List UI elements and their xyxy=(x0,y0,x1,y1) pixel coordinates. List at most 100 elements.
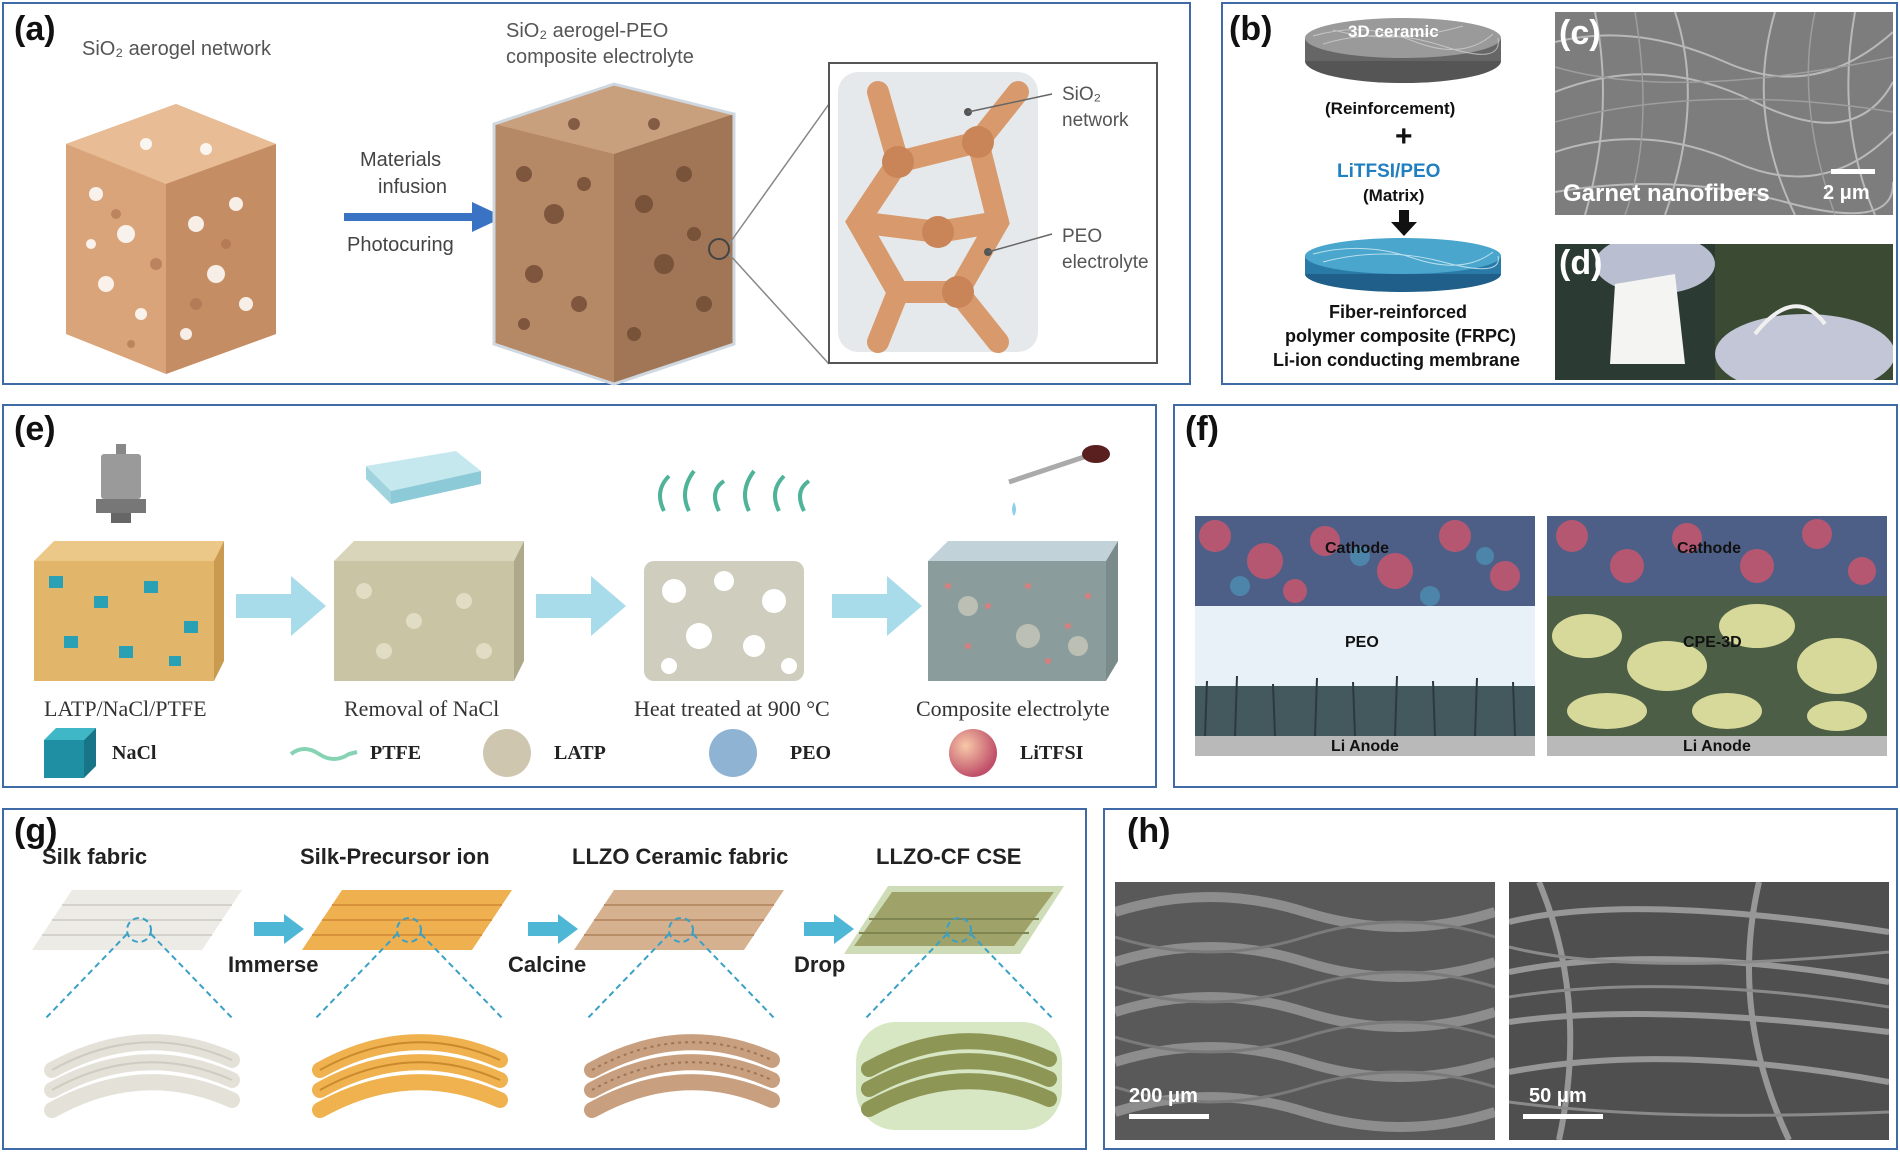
immerse-label: Immerse xyxy=(228,952,319,977)
cell-cpe3d: Cathode CPE-3D Li Anode xyxy=(1547,516,1887,756)
step4-label: Composite electrolyte xyxy=(916,696,1110,721)
legend-peo-icon xyxy=(709,729,757,777)
calcine-arrow xyxy=(528,914,578,944)
zoom-lines xyxy=(43,917,1055,1021)
panel-g: (g) Silk fabric Silk-Precursor ion LLZO … xyxy=(2,808,1087,1150)
bundle-precursor xyxy=(312,1034,508,1118)
process-arrow-1 xyxy=(236,576,326,636)
inset-network-illustration xyxy=(838,72,1038,353)
legend-latp-icon xyxy=(483,729,531,777)
left-peo-label: PEO xyxy=(1345,634,1379,651)
membrane-photo-scene xyxy=(1555,244,1893,380)
panel-a: (a) SiO₂ aerogel network Materials infus… xyxy=(2,2,1191,386)
process-arrow-3 xyxy=(832,576,922,636)
down-arrow xyxy=(1391,210,1417,236)
bundle-llzo xyxy=(584,1034,780,1118)
legend-nacl-icon xyxy=(44,728,96,778)
nanofiber-texture xyxy=(1555,12,1893,215)
stage2-title: Silk-Precursor ion xyxy=(300,844,490,869)
block-composite xyxy=(928,541,1118,681)
right-anode-label: Li Anode xyxy=(1683,738,1751,755)
arrow-label-photocuring: Photocuring xyxy=(347,234,454,256)
press-weight-icon xyxy=(96,444,146,523)
aerogel-cube-illustration xyxy=(66,104,276,374)
mold-icon xyxy=(366,451,481,504)
legend-litfsi-icon xyxy=(949,729,997,777)
nanofiber-scale-label: 2 μm xyxy=(1823,182,1870,204)
inset-peo-label-1: PEO xyxy=(1062,226,1103,247)
composite-cube-illustration xyxy=(492,82,830,386)
inset-zoom-box: SiO₂ network PEO electrolyte xyxy=(828,62,1158,364)
legend-latp-label: LATP xyxy=(554,742,606,764)
sem-high-mag-scale-bar xyxy=(1523,1114,1603,1119)
block-latp-nacl-ptfe xyxy=(34,541,224,681)
stage3-title: LLZO Ceramic fabric xyxy=(572,844,789,869)
result-label-1: Fiber-reinforced xyxy=(1329,302,1468,322)
composite-title-2: composite electrolyte xyxy=(506,46,694,68)
immerse-arrow xyxy=(254,914,304,944)
dropper-icon xyxy=(1008,445,1110,516)
panel-bcd: (b) 3D ceramic (Reinforcement) + LiTFSI/… xyxy=(1221,2,1898,385)
heat-arrows-icon xyxy=(658,469,811,512)
membrane-photo: (d) xyxy=(1555,244,1893,380)
frpc-disc-illustration xyxy=(1305,238,1501,292)
aerogel-title: SiO₂ aerogel network xyxy=(82,38,271,60)
panel-a-label: (a) xyxy=(14,10,56,48)
left-cathode-label: Cathode xyxy=(1325,540,1389,557)
left-anode-label: Li Anode xyxy=(1331,738,1399,755)
calcine-label: Calcine xyxy=(508,952,587,977)
arrow-label-materials: Materials xyxy=(360,149,442,171)
step1-label: LATP/NaCl/PTFE xyxy=(44,696,207,721)
panel-h: (h) 200 μm 50 μm xyxy=(1103,808,1898,1150)
panel-g-label: (g) xyxy=(14,812,58,850)
panel-d-label: (d) xyxy=(1559,244,1603,282)
block-heat-treated xyxy=(644,561,804,681)
garnet-nanofiber-image: (c) Garnet nanofibers 2 μm xyxy=(1555,12,1893,215)
sem-image-low-mag: 200 μm xyxy=(1115,882,1495,1140)
cell-peo-scene xyxy=(1195,516,1535,756)
panel-b-label: (b) xyxy=(1229,10,1273,48)
stage1-title: Silk fabric xyxy=(42,844,148,869)
panel-e-label: (e) xyxy=(14,410,56,448)
nanofiber-scale-bar xyxy=(1831,169,1875,174)
nanofiber-caption: Garnet nanofibers xyxy=(1563,180,1770,207)
sem-high-mag-texture xyxy=(1509,882,1889,1140)
drop-arrow xyxy=(804,914,854,944)
right-cpe3d-label: CPE-3D xyxy=(1683,634,1742,651)
infusion-arrow xyxy=(344,202,504,232)
inset-sio2-label-2: network xyxy=(1062,110,1129,131)
legend-peo-label: PEO xyxy=(790,742,832,764)
process-arrow-2 xyxy=(536,576,626,636)
inset-leader-lines xyxy=(967,93,1053,253)
step3-label: Heat treated at 900 °C xyxy=(634,696,830,721)
arrow-label-infusion: infusion xyxy=(378,176,447,198)
sem-low-mag-texture xyxy=(1115,892,1495,1132)
panel-h-label: (h) xyxy=(1127,812,1171,850)
fabric-precursor xyxy=(302,890,512,950)
matrix-label: (Matrix) xyxy=(1363,186,1425,205)
block-removal-nacl xyxy=(334,541,524,681)
panel-f: (f) Cathode PEO Li Anode Cathode CPE-3D … xyxy=(1173,404,1898,788)
panel-c-label: (c) xyxy=(1559,14,1601,52)
sem-low-mag-scale-label: 200 μm xyxy=(1129,1085,1198,1107)
cell-peo: Cathode PEO Li Anode xyxy=(1195,516,1535,756)
bundle-cse xyxy=(856,1022,1062,1130)
legend-ptfe-label: PTFE xyxy=(370,742,422,764)
bundle-silk xyxy=(44,1034,240,1118)
legend-litfsi-label: LiTFSI xyxy=(1020,742,1084,764)
inset-sio2-label-1: SiO₂ xyxy=(1062,84,1102,105)
legend-nacl-label: NaCl xyxy=(112,742,157,764)
inset-peo-label-2: electrolyte xyxy=(1062,252,1149,273)
legend-ptfe-icon xyxy=(289,747,358,761)
cell-cpe3d-scene xyxy=(1547,516,1887,756)
disc-top-label: 3D ceramic xyxy=(1348,22,1439,41)
right-cathode-label: Cathode xyxy=(1677,540,1741,557)
sem-high-mag-scale-label: 50 μm xyxy=(1529,1085,1587,1107)
plus-sign: + xyxy=(1395,120,1413,153)
result-label-2: polymer composite (FRPC) xyxy=(1285,326,1517,346)
matrix-name-label: LiTFSI/PEO xyxy=(1337,161,1441,182)
result-label-3: Li-ion conducting membrane xyxy=(1273,350,1521,370)
panel-e: (e) L xyxy=(2,404,1157,788)
stage4-title: LLZO-CF CSE xyxy=(876,844,1022,869)
step2-label: Removal of NaCl xyxy=(344,696,500,721)
